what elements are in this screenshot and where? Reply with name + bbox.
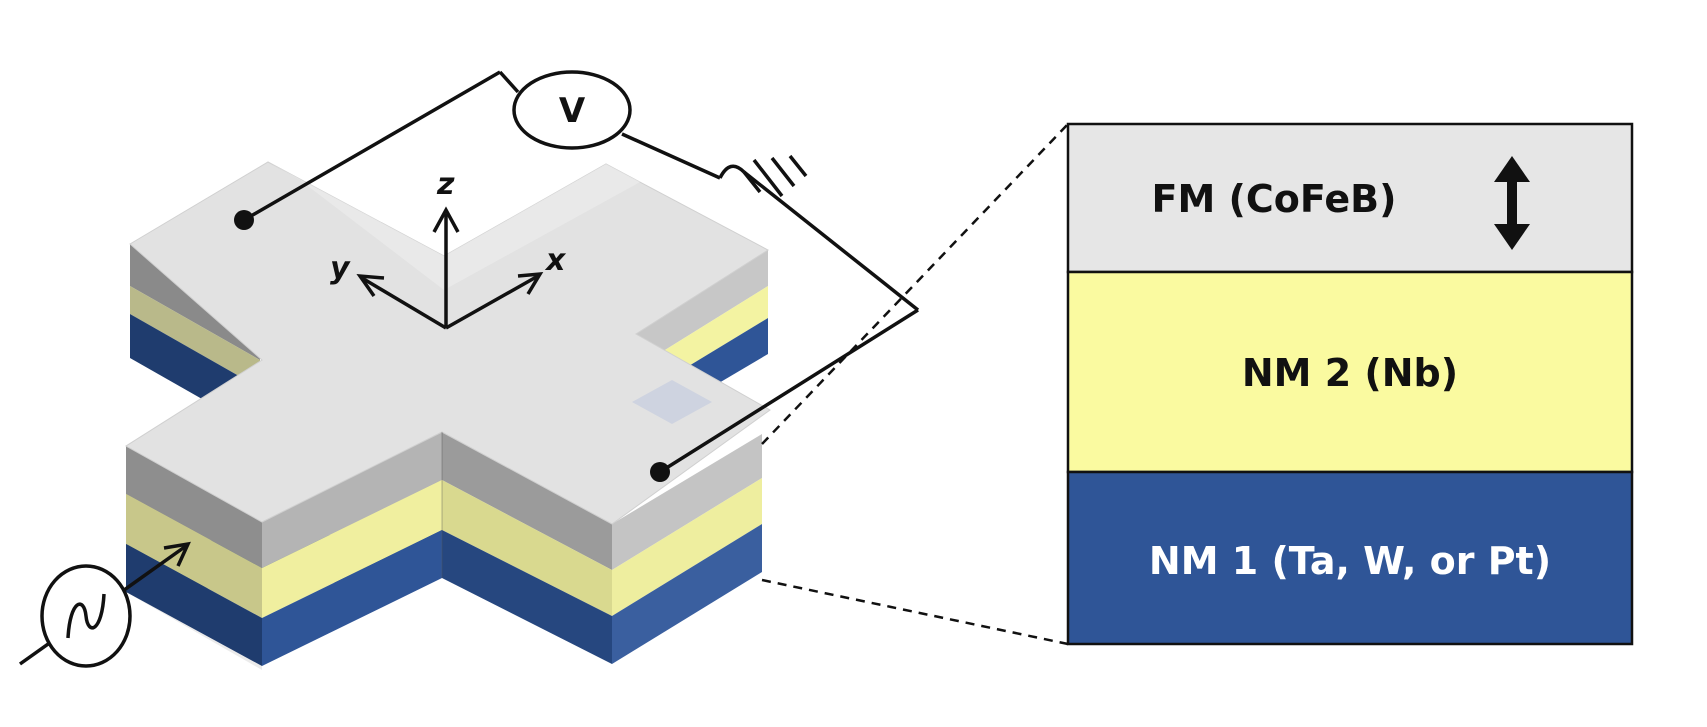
voltmeter-body [512, 70, 632, 150]
back-right-arm-fm-side [636, 250, 768, 368]
z-axis-label: z [436, 167, 455, 202]
right-contact-dot [650, 462, 670, 482]
layer-fm-label: FM (CoFeB) [1152, 177, 1397, 221]
hall-cross-device [125, 161, 771, 670]
coordinate-axes [356, 206, 544, 330]
y-axis-arrowhead [356, 273, 385, 298]
voltmeter: V [512, 70, 632, 150]
cross-top-highlight [268, 162, 640, 290]
x-axis-line [445, 274, 539, 330]
lower-left-arm-fm-side [126, 446, 262, 568]
front-right-nm1-side [442, 530, 612, 664]
front-right-fm-side [442, 432, 612, 570]
voltmeter-circuit [243, 70, 920, 474]
voltmeter-label: V [559, 91, 586, 131]
x-axis-arrowhead [517, 271, 544, 295]
wire-crossing-hop [718, 164, 746, 179]
left-contact-dot [234, 210, 254, 230]
zoom-line-bottom [761, 578, 1069, 646]
current-arrowhead [163, 541, 191, 567]
layer-nm1-label: NM 1 (Ta, W, or Pt) [1149, 539, 1551, 583]
x-axis-label: x [544, 243, 567, 278]
zoom-line-top [761, 123, 1069, 445]
lower-left-front-nm2 [262, 480, 442, 618]
lower-left-front-nm1 [262, 530, 442, 666]
double-arrow-icon [1494, 156, 1530, 250]
front-right-arm-nm1-side [612, 524, 762, 664]
wire-to-meter-left [498, 70, 520, 94]
layer-nm2-label: NM 2 (Nb) [1242, 351, 1458, 395]
lower-left-front-fm [262, 432, 442, 568]
front-right-arm-nm2-side [612, 478, 762, 616]
lower-left-arm-nm2-side [126, 494, 262, 618]
wire-left-contact [243, 70, 501, 222]
back-left-arm-nm2-side [130, 286, 260, 388]
wire-from-meter-right [621, 132, 721, 180]
layer-stack: FM (CoFeB) NM 2 (Nb) NM 1 (Ta, W, or Pt) [1066, 122, 1634, 646]
zoom-lines [761, 123, 1069, 646]
front-right-nm2-side [442, 480, 612, 616]
ground-icon [742, 154, 808, 198]
wire-right-contact [659, 308, 919, 474]
ac-sine-wave [66, 593, 106, 639]
lower-left-arm-nm1-side [126, 544, 262, 666]
front-right-arm-fm-side [612, 434, 762, 570]
z-axis-arrowhead [432, 206, 460, 233]
layer-nm1 [1066, 470, 1634, 646]
y-axis-line [361, 276, 447, 330]
y-axis-label: y [330, 251, 351, 286]
wire-right-upper [742, 170, 920, 312]
ac-source-icon [18, 541, 191, 668]
layer-fm [1066, 122, 1634, 274]
contact-pad [632, 380, 712, 424]
layer-nm2 [1066, 270, 1634, 474]
